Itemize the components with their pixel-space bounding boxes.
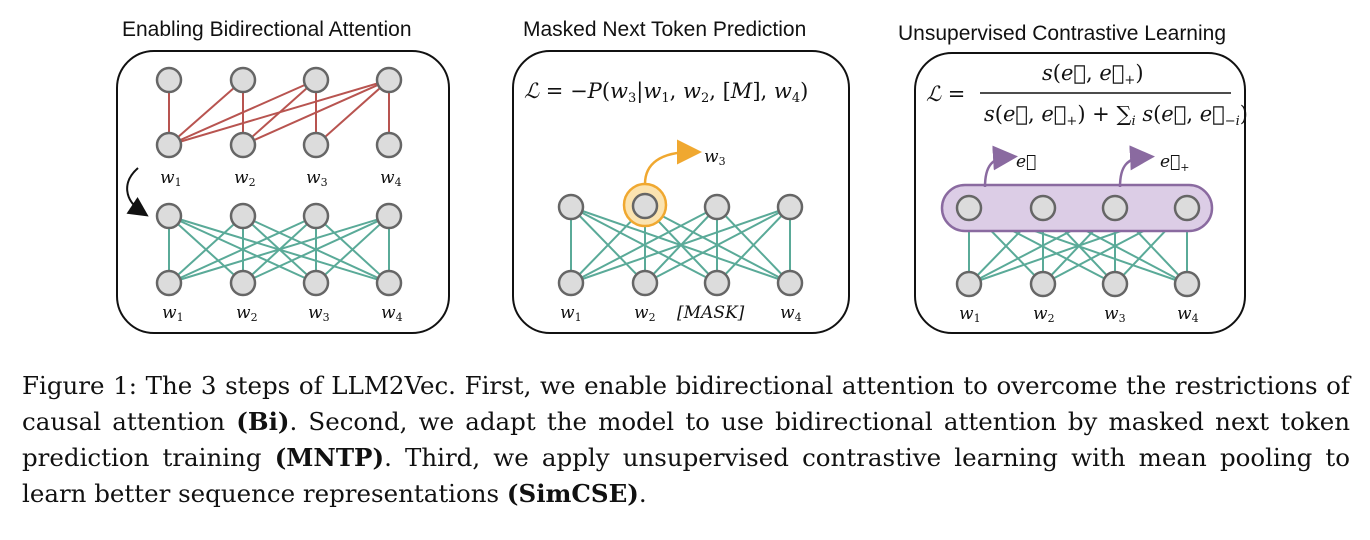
svg-text:w3: w3 <box>308 303 330 324</box>
simcse-loss-formula: ℒ = s(e⃗, e⃗+) s(e⃗, e⃗+) + ∑i s(e⃗, e⃗−… <box>926 61 1248 129</box>
svg-text:ℒ =: ℒ = <box>926 82 965 106</box>
bidirectional-nodes <box>155 202 403 297</box>
svg-text:w1: w1 <box>959 304 981 325</box>
simcse-embed-label-b: e⃗+ <box>1160 152 1189 174</box>
svg-text:w2: w2 <box>236 303 258 324</box>
panel-title-mntp: Masked Next Token Prediction <box>523 18 807 41</box>
svg-text:s(e⃗, e⃗+) + ∑i s(e⃗, e⃗−i): s(e⃗, e⃗+) + ∑i s(e⃗, e⃗−i) <box>984 102 1248 129</box>
mntp-token-labels: w1 w2 [MASK] w4 <box>560 303 802 324</box>
caption-text-1: Figure 1: The 3 steps of LLM2Vec. First,… <box>22 371 1350 436</box>
mntp-edges <box>570 206 791 284</box>
caption-text-3: . Third, we apply unsupervised contrasti… <box>22 443 1350 508</box>
bidirectional-token-labels: w1 w2 w3 w4 <box>162 303 403 324</box>
svg-text:w1: w1 <box>160 168 182 189</box>
transform-arrow <box>126 167 149 217</box>
mntp-prediction-arrow <box>643 139 702 185</box>
simcse-embed-arrow-a <box>983 145 1018 188</box>
svg-text:w1: w1 <box>162 303 184 324</box>
bidirectional-edges <box>168 215 390 284</box>
simcse-embed-arrow-b <box>1118 145 1155 188</box>
causal-nodes-bottom <box>155 131 403 159</box>
figure-caption: Figure 1: The 3 steps of LLM2Vec. First,… <box>22 368 1350 512</box>
svg-text:w2: w2 <box>1033 304 1055 325</box>
svg-text:w4: w4 <box>1177 304 1199 325</box>
panel-title-bidirectional: Enabling Bidirectional Attention <box>122 18 412 41</box>
caption-text-4: . <box>638 479 647 508</box>
svg-text:w2: w2 <box>634 303 656 324</box>
causal-token-labels: w1 w2 w3 w4 <box>160 168 402 189</box>
svg-text:w4: w4 <box>381 303 403 324</box>
svg-text:w1: w1 <box>560 303 582 324</box>
svg-text:w2: w2 <box>234 168 256 189</box>
simcse-embed-label-a: e⃗ <box>1016 152 1036 172</box>
causal-attention-edges <box>168 79 390 146</box>
svg-text:w4: w4 <box>780 303 802 324</box>
causal-nodes-top <box>155 66 403 94</box>
svg-text:w3: w3 <box>306 168 328 189</box>
caption-bold-simcse: (SimCSE) <box>506 479 639 508</box>
caption-text-2: . Second, we adapt the model to use bidi… <box>22 407 1351 472</box>
simcse-token-labels: w1 w2 w3 w4 <box>959 304 1199 325</box>
svg-text:w4: w4 <box>380 168 402 189</box>
caption-bold-bi: (Bi) <box>236 407 290 436</box>
mntp-nodes <box>557 192 804 297</box>
svg-text:s(e⃗, e⃗+): s(e⃗, e⃗+) <box>1042 61 1144 88</box>
svg-text:[MASK]: [MASK] <box>677 303 745 323</box>
caption-bold-mntp: (MNTP) <box>274 443 385 472</box>
mean-pooling-band <box>940 183 1214 233</box>
panel-title-simcse: Unsupervised Contrastive Learning <box>898 22 1227 45</box>
svg-text:w3: w3 <box>1104 304 1126 325</box>
mntp-loss-formula: ℒ = −P(w3|w1, w2, [M], w4) <box>524 79 808 106</box>
diagram-canvas: w1 w2 w3 w4 w1 w2 w3 w4 <box>126 61 1248 325</box>
mntp-output-token: w3 <box>704 147 726 168</box>
simcse-nodes <box>955 194 1201 298</box>
